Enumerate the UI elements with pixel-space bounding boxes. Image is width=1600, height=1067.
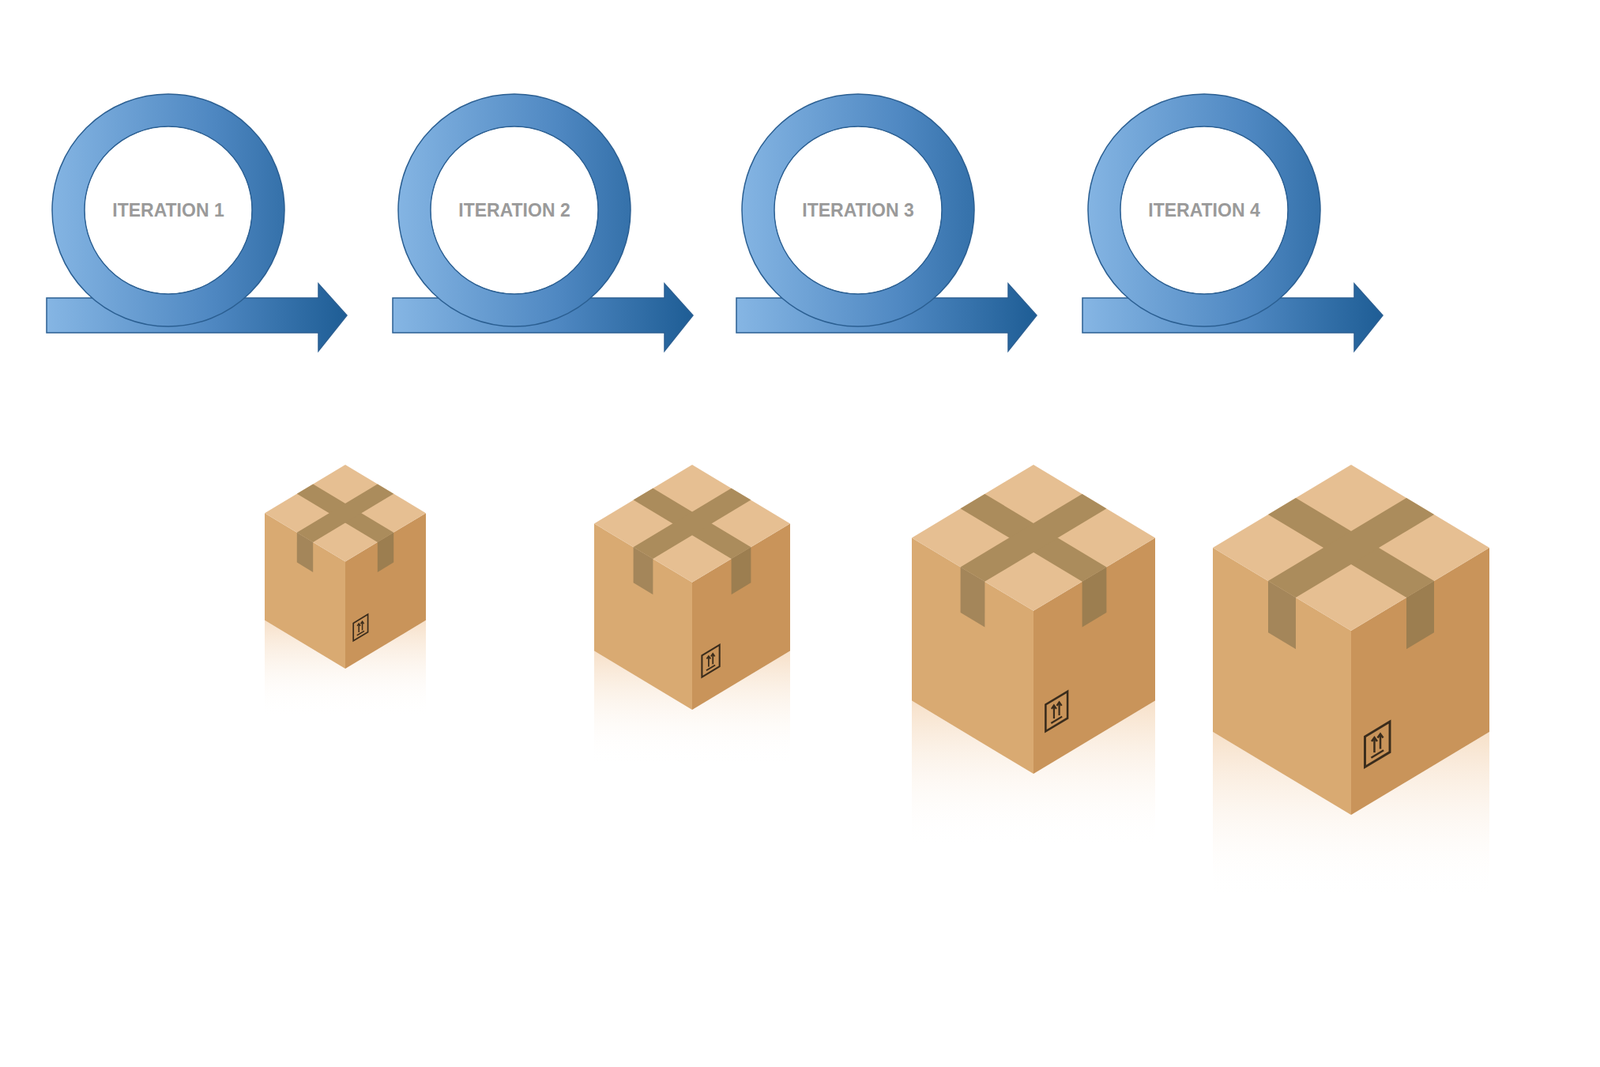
iteration-label: ITERATION 1 <box>112 199 224 222</box>
iteration-circle: ITERATION 4 <box>1141 196 1266 225</box>
iteration-loop-arrow <box>736 94 1037 351</box>
iteration-loop-arrow <box>1082 94 1383 351</box>
tape-flap <box>1082 566 1107 627</box>
loop-ring <box>1088 94 1321 327</box>
box-top-face <box>1212 464 1490 631</box>
iteration-label: ITERATION 4 <box>1148 199 1260 222</box>
tape-flap <box>1406 580 1435 649</box>
tape <box>297 484 394 543</box>
tape-flap <box>960 566 986 627</box>
loop-ring <box>741 94 975 327</box>
tape <box>1268 497 1435 598</box>
iteration-loop-arrow <box>46 94 347 351</box>
tape-flap <box>377 532 394 573</box>
tape <box>960 493 1107 582</box>
tape-flap <box>731 546 752 595</box>
loop-center <box>1121 127 1288 294</box>
cardboard-box <box>594 464 791 766</box>
box-top-face <box>911 464 1156 611</box>
box-top-face <box>594 464 791 583</box>
iteration-loop-arrow <box>392 94 693 351</box>
tape <box>633 488 752 559</box>
cardboard-box <box>1212 464 1490 898</box>
this-side-up-symbol <box>1045 691 1068 732</box>
loop-center <box>775 127 942 294</box>
tape <box>633 488 752 559</box>
iteration-circle: ITERATION 3 <box>795 196 920 225</box>
loop-center <box>431 127 598 294</box>
iteration-label: ITERATION 2 <box>458 199 570 222</box>
loop-ring <box>398 94 631 327</box>
cardboard-box <box>911 464 1156 848</box>
tape-flap <box>633 546 654 595</box>
loop-ring <box>52 94 285 327</box>
loop-center <box>85 127 252 294</box>
tape-flap <box>297 532 313 573</box>
tape <box>1268 497 1435 598</box>
box-top-face <box>264 464 426 561</box>
iteration-circle: ITERATION 1 <box>105 196 230 225</box>
tape <box>960 493 1107 582</box>
this-side-up-symbol <box>1365 721 1391 767</box>
cardboard-box <box>264 464 426 717</box>
tape <box>297 484 394 543</box>
tape-flap <box>1268 580 1296 649</box>
iteration-label: ITERATION 3 <box>801 199 914 222</box>
this-side-up-symbol <box>701 644 720 678</box>
iteration-circle: ITERATION 2 <box>451 196 576 225</box>
this-side-up-symbol <box>353 613 368 641</box>
